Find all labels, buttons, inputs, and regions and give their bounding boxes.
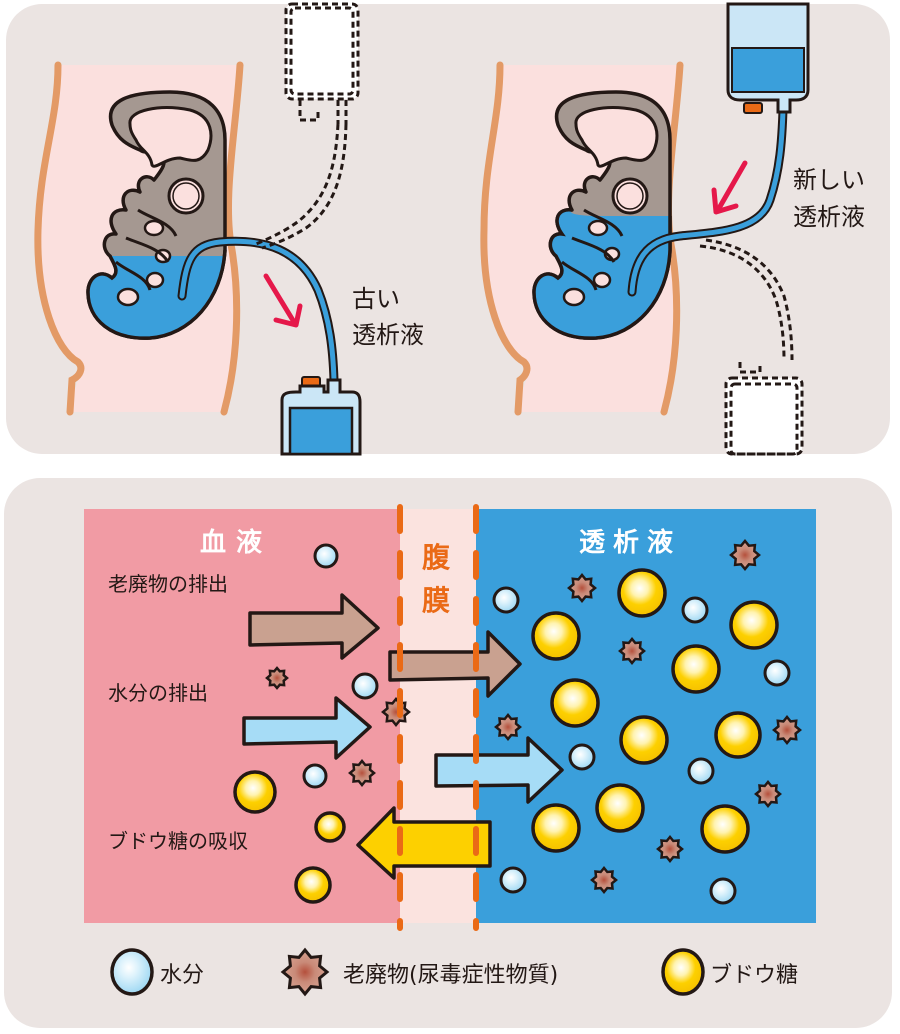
drain-label-line2: 透析液 [352,321,424,349]
glucose-particle [233,770,277,814]
waste-arrow-blood [248,593,380,660]
dialysate-heading: 透析液 [579,528,681,558]
waste-particle [772,715,802,745]
particles [233,539,802,905]
membrane-heading-line2: 膜 [422,584,450,617]
fill-label-line2: 透析液 [793,203,865,231]
glucose-particle [617,568,667,618]
drain-label-line1: 古い [352,285,400,313]
process-label-water: 水分の排出 [108,681,208,705]
fill-direction-arrow [711,160,748,215]
glucose-particle [714,711,762,759]
abdomen-back-outline [34,61,85,416]
water-arrow-dialysate [434,736,564,804]
water-particle [499,866,527,894]
waste-particle [265,666,289,690]
glucose-particle [531,803,581,853]
water-particle [763,659,791,687]
glucose-particle [531,611,581,661]
waste-arrow-membrane [388,630,522,698]
glucose-particle [700,804,750,854]
water-particle [351,672,379,700]
legend-label-waste: 老廃物(尿毒症性物質) [343,963,558,988]
peritoneal-cavity [86,90,227,340]
glucose-particle [729,600,779,650]
empty-drain-bag-outline [699,238,804,456]
process-label-glucose: ブドウ糖の吸収 [108,829,248,853]
glucose-particle [314,811,346,843]
legend-item-water: 水分 [110,948,204,996]
drain-direction-arrow [263,273,303,328]
waste-particle [494,713,522,741]
membrane-heading-line1: 腹 [422,541,451,574]
legend-label-glucose: ブドウ糖 [710,963,798,988]
abdomen-front-outline [660,61,684,416]
abdomen-front-outline [220,61,244,416]
water-particle [687,757,715,785]
waste-particle [656,835,684,863]
fresh-dialysate-bag [726,2,810,114]
exchange-diagram: 血液 透析液 腹 膜 老廃物の排出 水分の排出 ブドウ糖の吸収 [84,504,816,931]
glucose-particle [294,866,332,904]
legend: 水分 老廃物(尿毒症性物質) ブドウ糖 [110,947,798,997]
glucose-particle [671,644,721,694]
glucose-particle [550,678,600,728]
water-particle [492,586,520,614]
glucose-particle-icon [661,948,705,996]
drain-scene: 古い 透析液 [34,2,424,456]
legend-item-waste: 老廃物(尿毒症性物質) [280,947,558,997]
water-arrow-blood [242,696,372,760]
waste-particle [754,780,782,808]
blood-heading: 血液 [200,528,272,558]
waste-particle [729,539,761,571]
process-label-waste: 老廃物の排出 [108,572,228,596]
legend-label-water: 水分 [160,963,204,988]
glucose-arrow [356,806,492,880]
waste-particle [567,573,597,603]
drain-bag [280,376,362,456]
membrane-dashes [397,504,479,931]
glucose-particle [619,715,669,765]
water-particle [568,743,596,771]
waste-particle [590,866,618,894]
waste-particle [618,637,646,665]
waste-particle [348,759,376,787]
glucose-particle [595,783,645,833]
water-particle-icon [110,948,154,996]
fill-label-line1: 新しい [793,166,865,194]
water-particle [709,877,737,905]
waste-particle-icon [280,947,330,997]
water-particle [313,543,339,569]
water-particle [681,596,709,624]
water-particle [302,763,328,789]
fill-scene: 新しい 透析液 [480,2,865,456]
abdomen-back-outline [480,61,531,416]
arrows [242,593,564,880]
legend-item-glucose: ブドウ糖 [661,948,798,996]
empty-bag-outline [255,2,360,250]
waste-particle [381,697,411,727]
